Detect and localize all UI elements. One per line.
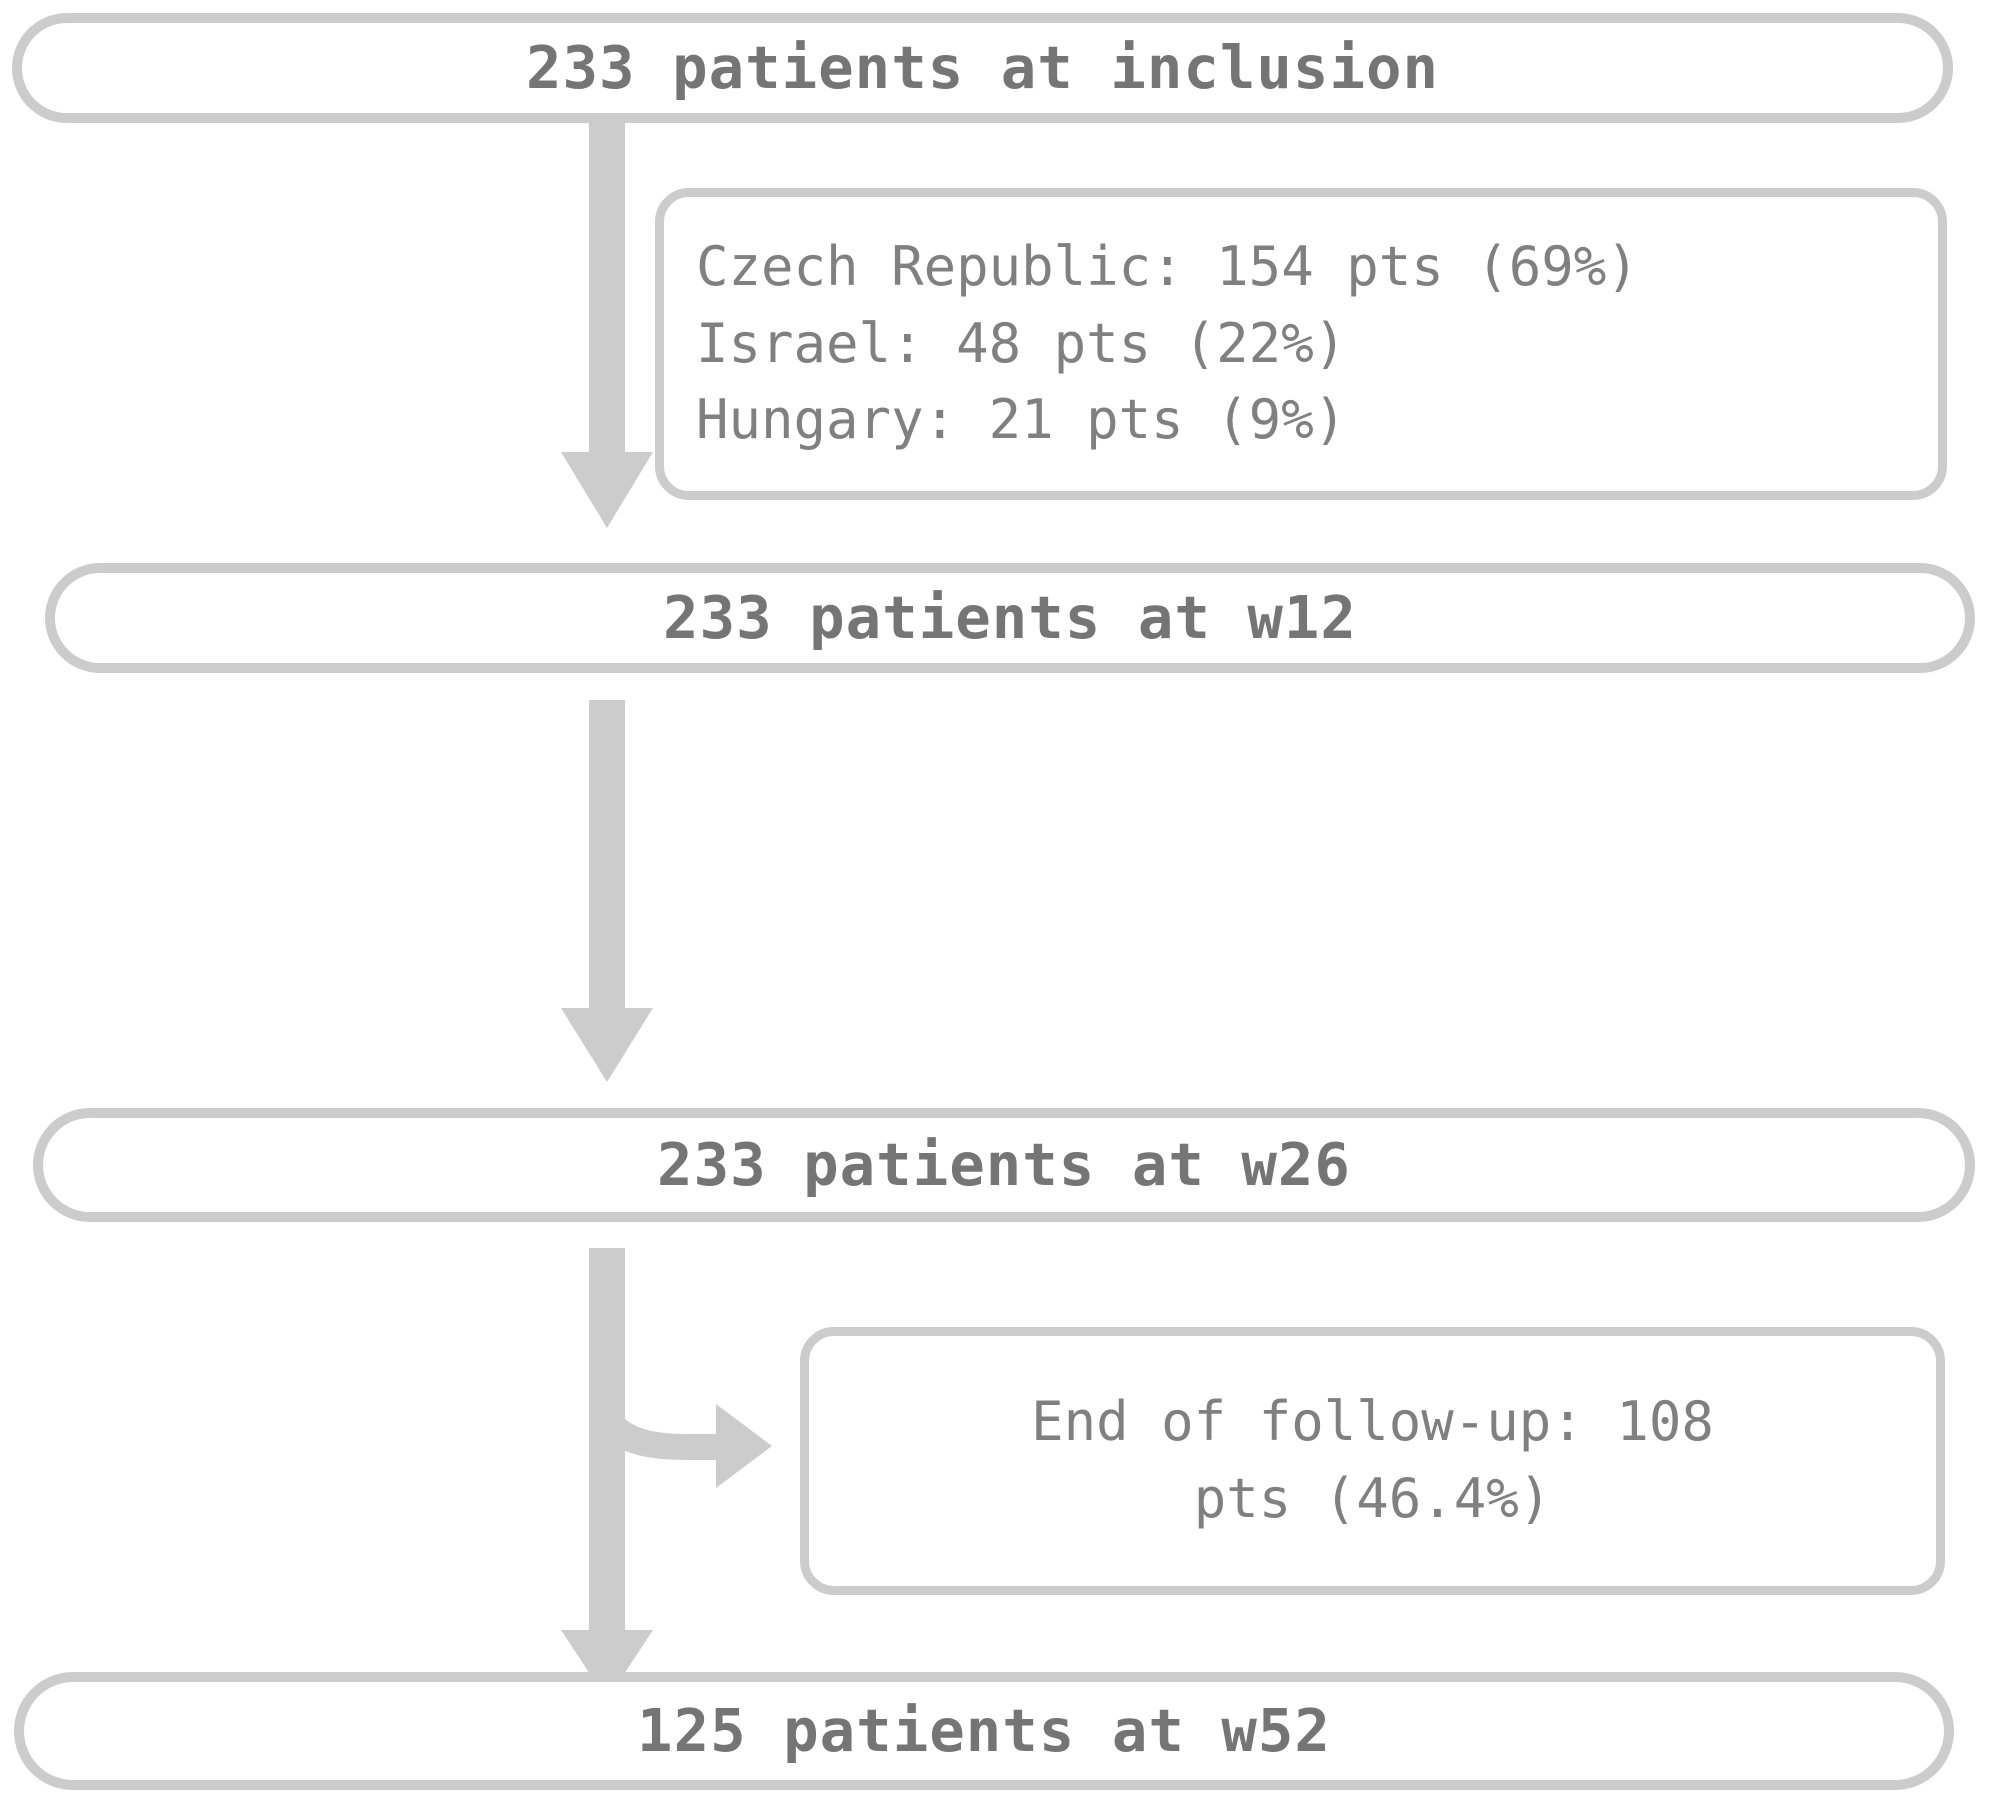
edge-w12-to-w26: [561, 700, 653, 1082]
annotation-line-czech: Czech Republic: 154 pts (69%): [696, 234, 1639, 298]
annotation-end-of-followup[interactable]: End of follow-up: 108 pts (46.4%): [800, 1327, 1945, 1595]
node-inclusion-label: 233 patients at inclusion: [525, 32, 1440, 102]
node-w52-label: 125 patients at w52: [637, 1695, 1331, 1765]
edge-inclusion-to-w12: [561, 122, 653, 528]
annotation-line-endfollowup-2: pts (46.4%): [1193, 1467, 1552, 1530]
node-inclusion[interactable]: 233 patients at inclusion: [12, 13, 1953, 123]
node-w12-label: 233 patients at w12: [663, 582, 1357, 652]
node-w26-label: 233 patients at w26: [657, 1129, 1351, 1199]
annotation-line-israel: Israel: 48 pts (22%): [696, 311, 1347, 375]
edge-w26-to-w52: [561, 1248, 653, 1700]
node-w26[interactable]: 233 patients at w26: [33, 1108, 1975, 1222]
node-w12[interactable]: 233 patients at w12: [45, 563, 1975, 673]
annotation-line-endfollowup-1: End of follow-up: 108: [1031, 1390, 1714, 1454]
annotation-country-breakdown[interactable]: Czech Republic: 154 pts (69%) Israel: 48…: [655, 188, 1947, 500]
edge-w26-to-endfollowup: [589, 1370, 772, 1488]
node-w52[interactable]: 125 patients at w52: [14, 1672, 1954, 1790]
annotation-line-hungary: Hungary: 21 pts (9%): [696, 388, 1347, 452]
